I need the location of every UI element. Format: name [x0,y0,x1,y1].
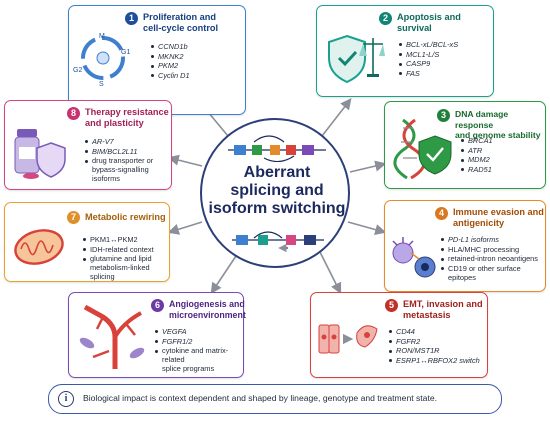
cycle-label-g2: G2 [73,67,82,74]
isoform-diagram-icon [232,231,324,253]
panel-items: PD-L1 isoforms HLA/MHC processing retain… [441,235,545,282]
arrow-to-panel-2 [321,98,352,137]
list-item: VEGFA [155,327,243,337]
panel-number: 2 [379,12,392,25]
dna-shield-icon [393,118,452,180]
footer-note: i Biological impact is context dependent… [48,384,502,414]
panel-number: 4 [435,207,448,220]
panel-items: BRCA1 ATR MDM2 RAD51 [461,136,493,174]
list-item: AR-V7 [85,137,171,147]
arrow-to-panel-7 [167,221,203,235]
list-item: ATR [461,146,493,156]
panel-therapy-resistance: 8 Therapy resistance and plasticity AR-V… [4,100,172,190]
list-item: PKM2 [151,61,190,71]
list-item: CD44 [389,327,487,337]
mitochondrion-icon [14,229,64,265]
panel-immune-evasion: 4 Immune evasion and antigenicity PD-L1 … [384,200,546,292]
list-item: cytokine and matrix-related splice progr… [155,346,243,373]
panel-title: Immune evasion and antigenicity [453,207,544,228]
panel-title: DNA damage response and genome stability [455,109,541,140]
cycle-label-g1: G1 [121,49,130,56]
panel-items: CCND1b MKNK2 PKM2 Cyclin D1 [151,42,190,80]
panel-title: Therapy resistance and plasticity [85,107,169,128]
panel-proliferation: 1 Proliferation and cell-cycle control M… [68,5,246,115]
list-item: BIM/BCL2L11 [85,147,171,157]
shield-scales-icon [328,34,385,84]
list-item: MCL1-L/S [399,50,458,60]
panel-items: BCL-xL/BCL-xS MCL1-L/S CASP9 FAS [399,40,458,78]
panel-title: Apoptosis and survival [397,12,461,33]
panel-title: Proliferation and cell-cycle control [143,12,219,33]
panel-items: CD44 FGFR2 RON/MST1R ESRP1↔RBFOX2 switch [389,327,487,365]
list-item: FGFR1/2 [155,337,243,347]
list-item: PD-L1 isoforms [441,235,545,245]
list-item: HLA/MHC processing [441,245,545,255]
list-item: CCND1b [151,42,190,52]
arrow-to-panel-6 [210,255,237,294]
list-item: CASP9 [399,59,458,69]
panel-number: 5 [385,299,398,312]
panel-emt: 5 EMT, invasion and metastasis CD44 FGFR… [310,292,488,378]
cell-cycle-icon: M G1 G2 S [73,33,130,88]
central-hub: Aberrant splicing and isoform switching [200,118,350,268]
list-item: MKNK2 [151,52,190,62]
list-item: drug transporter or bypass-signalling is… [85,156,171,183]
list-item: FGFR2 [389,337,487,347]
panel-number: 8 [67,107,80,120]
blood-vessel-icon [79,304,145,369]
list-item: RAD51 [461,165,493,175]
panel-items: PKM1↔PKM2 IDH-related context glutamine … [83,235,169,281]
list-item: MDM2 [461,155,493,165]
panel-angiogenesis: 6 Angiogenesis and microenvironment VEGF… [68,292,246,378]
list-item: glutamine and lipid metabolism-linked sp… [83,254,169,281]
list-item: BCL-xL/BCL-xS [399,40,458,50]
panel-apoptosis: 2 Apoptosis and survival BCL-xL/BCL-xS M… [316,5,494,97]
footer-text: Biological impact is context dependent a… [83,393,438,403]
arrow-to-panel-8 [167,154,203,167]
list-item: FAS [399,69,458,79]
panel-title: Metabolic rewiring [85,212,166,222]
panel-items: VEGFA FGFR1/2 cytokine and matrix-relate… [155,327,243,373]
arrow-to-panel-4 [347,221,387,236]
arrow-to-panel-5 [319,251,342,295]
panel-dna-damage: 3 DNA damage response and genome stabili… [384,101,546,189]
info-icon: i [58,391,74,407]
list-item: PKM1↔PKM2 [83,235,169,245]
immune-cells-icon [392,237,436,278]
list-item: ESRP1↔RBFOX2 switch [389,356,487,366]
cycle-label-s: S [99,81,104,88]
hub-title: Aberrant splicing and isoform switching [208,164,346,217]
panel-items: AR-V7 BIM/BCL2L11 drug transporter or by… [85,137,171,183]
panel-number: 3 [437,109,450,122]
arrow-to-panel-3 [349,160,387,173]
panel-number: 1 [125,12,138,25]
list-item: IDH-related context [83,245,169,255]
splicing-diagram-icon [228,135,326,162]
panel-title: EMT, invasion and metastasis [403,299,483,320]
cycle-label-m: M [99,33,105,40]
panel-number: 7 [67,211,80,224]
panel-number: 6 [151,299,164,312]
list-item: retained-intron neoantigens [441,254,545,264]
list-item: RON/MST1R [389,346,487,356]
list-item: Cyclin D1 [151,71,190,81]
list-item: CD19 or other surface epitopes [441,264,545,282]
pill-bottle-shield-icon [14,129,66,179]
panel-metabolic-rewiring: 7 Metabolic rewiring PKM1↔PKM2 IDH-relat… [4,202,170,282]
emt-cells-icon [318,324,378,354]
list-item: BRCA1 [461,136,493,146]
panel-title: Angiogenesis and microenvironment [169,299,246,320]
